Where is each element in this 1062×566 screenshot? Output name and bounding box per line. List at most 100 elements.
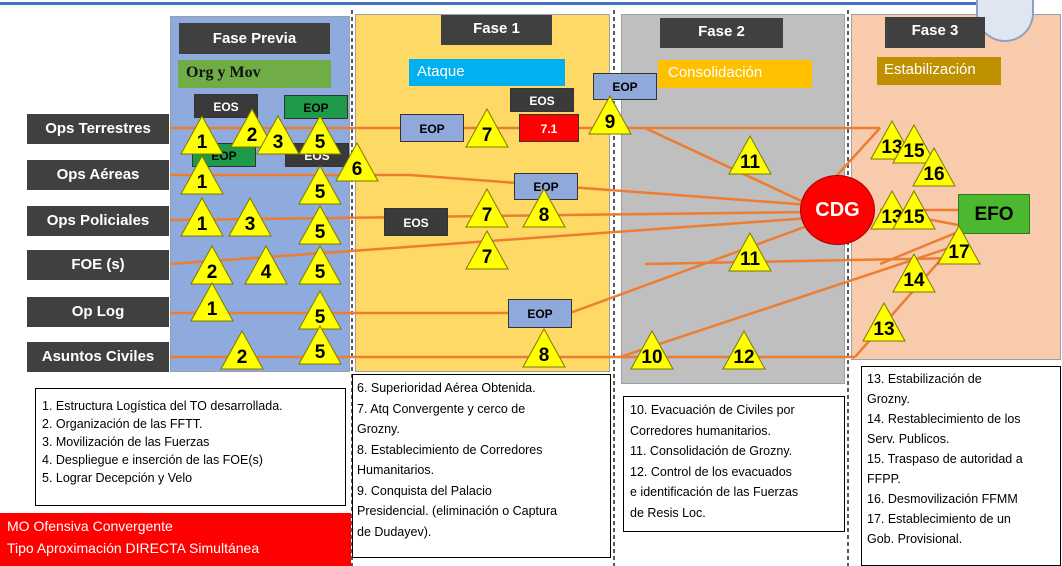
- milestone-triangle: 1: [190, 282, 234, 322]
- milestone-triangle: 2: [190, 245, 234, 285]
- milestone-number: 1: [206, 299, 218, 320]
- milestone-number: 7: [481, 205, 493, 226]
- milestone-number: 3: [272, 132, 284, 153]
- milestone-triangle: 11: [728, 232, 772, 272]
- legend-item: 9. Conquista del Palacio: [357, 483, 492, 498]
- milestone-triangle: 13: [862, 302, 906, 342]
- efo-node: EFO: [958, 194, 1030, 234]
- milestone-number: 5: [314, 182, 326, 203]
- milestone-number: 14: [903, 270, 925, 291]
- mo-banner-line: MO Ofensiva Convergente: [7, 518, 173, 534]
- legend-item: 13. Estabilización de: [867, 372, 982, 386]
- milestone-triangle: 7: [465, 108, 509, 148]
- milestone-number: 7: [481, 125, 493, 146]
- row-foe: FOE (s): [27, 250, 169, 280]
- milestone-number: 1: [196, 172, 208, 193]
- milestone-number: 10: [641, 347, 663, 368]
- row-ops-terrestres: Ops Terrestres: [27, 114, 169, 144]
- milestone-triangle: 14: [892, 253, 936, 293]
- milestone-triangle: 11: [728, 135, 772, 175]
- legend-item: 15. Traspaso de autoridad a: [867, 452, 1023, 466]
- legend-item: Serv. Publicos.: [867, 432, 950, 446]
- milestone-triangle: 1: [180, 115, 224, 155]
- milestone-number: 6: [351, 159, 363, 180]
- milestone-number: 3: [244, 214, 256, 235]
- milestone-number: 1: [196, 132, 208, 153]
- legend-item: 12. Control de los evacuados: [630, 464, 792, 479]
- milestone-number: 8: [538, 345, 550, 366]
- milestone-triangle: 10: [630, 330, 674, 370]
- milestone-number: 17: [948, 242, 970, 263]
- milestone-number: 12: [733, 347, 755, 368]
- milestone-number: 15: [903, 141, 925, 162]
- phase-1-title: Fase 1: [441, 15, 552, 45]
- milestone-triangle: 1: [180, 155, 224, 195]
- milestone-number: 2: [236, 347, 248, 368]
- legend-fase2: 10. Evacuación de Civiles por Corredores…: [623, 396, 845, 532]
- milestone-number: 2: [246, 125, 258, 146]
- milestone-number: 5: [314, 132, 326, 153]
- milestone-number: 1: [196, 214, 208, 235]
- legend-item: Grozny.: [867, 392, 910, 406]
- legend-fase3: 13. Estabilización de Grozny. 14. Restab…: [861, 366, 1061, 566]
- milestone-number: 5: [314, 342, 326, 363]
- milestone-number: 4: [260, 262, 272, 283]
- milestone-number: 5: [314, 262, 326, 283]
- legend-item: 3. Movilización de las Fuerzas: [42, 435, 210, 449]
- milestone-triangle: 5: [298, 205, 342, 245]
- legend-item: 7. Atq Convergente y cerco de: [357, 401, 526, 416]
- milestone-triangle: 16: [912, 147, 956, 187]
- eop-tag: EOP: [284, 95, 348, 119]
- legend-item: 14. Restablecimiento de los: [867, 412, 1021, 426]
- milestone-triangle: 8: [522, 188, 566, 228]
- estabilizacion-label: Estabilización: [877, 57, 1001, 85]
- milestone-number: 16: [923, 164, 945, 185]
- milestone-number: 13: [873, 319, 895, 340]
- cdg-label: CDG: [815, 199, 860, 221]
- milestone-number: 11: [739, 152, 761, 173]
- legend-item: 5. Lograr Decepción y Velo: [42, 471, 193, 485]
- milestone-triangle: 15: [892, 190, 936, 230]
- row-op-log: Op Log: [27, 297, 169, 327]
- legend-item: 6. Superioridad Aérea Obtenida.: [357, 381, 536, 395]
- legend-item: de Resis Loc.: [630, 505, 706, 520]
- milestone-number: 9: [604, 112, 616, 133]
- milestone-number: 11: [739, 249, 761, 270]
- milestone-triangle: 5: [298, 245, 342, 285]
- row-ops-policiales: Ops Policiales: [27, 206, 169, 236]
- legend-item: de Dudayev).: [357, 524, 432, 539]
- eos-tag: EOS: [384, 208, 448, 236]
- legend-item: 17. Establecimiento de un: [867, 512, 1011, 526]
- milestone-triangle: 6: [335, 142, 379, 182]
- milestone-triangle: 3: [256, 115, 300, 155]
- milestone-triangle: 5: [298, 325, 342, 365]
- eop-tag: EOP: [593, 73, 657, 100]
- org-mov-label: Org y Mov: [178, 60, 331, 88]
- top-rule: [0, 2, 980, 5]
- legend-item: Gob. Provisional.: [867, 532, 963, 546]
- milestone-triangle: 17: [937, 225, 981, 265]
- eos-tag: EOS: [194, 94, 258, 118]
- milestone-triangle: 2: [220, 330, 264, 370]
- legend-item: 2. Organización de las FFTT.: [42, 417, 203, 431]
- milestone-triangle: 1: [180, 197, 224, 237]
- milestone-triangle: 5: [298, 165, 342, 205]
- legend-item: 1. Estructura Logística del TO desarroll…: [42, 399, 283, 413]
- legend-fase1: 6. Superioridad Aérea Obtenida. 7. Atq C…: [352, 374, 611, 558]
- milestone-triangle: 2: [230, 108, 274, 148]
- milestone-triangle: 15: [892, 124, 936, 164]
- milestone-triangle: 5: [298, 290, 342, 330]
- legend-previa: 1. Estructura Logística del TO desarroll…: [35, 388, 346, 506]
- milestone-triangle: 4: [244, 245, 288, 285]
- eop-tag: EOP: [400, 114, 464, 142]
- row-asuntos-civiles: Asuntos Civiles: [27, 342, 169, 372]
- milestone-number: 8: [538, 205, 550, 226]
- eos-tag: EOS: [510, 88, 574, 112]
- legend-item: Humanitarios.: [357, 463, 435, 477]
- milestone-triangle: 3: [228, 197, 272, 237]
- milestone-number: 7: [481, 247, 493, 268]
- milestone-number: 15: [903, 207, 925, 228]
- consolidacion-label: Consolidación: [658, 60, 812, 88]
- milestone-triangle: 12: [722, 330, 766, 370]
- phase-previa-title: Fase Previa: [179, 23, 330, 54]
